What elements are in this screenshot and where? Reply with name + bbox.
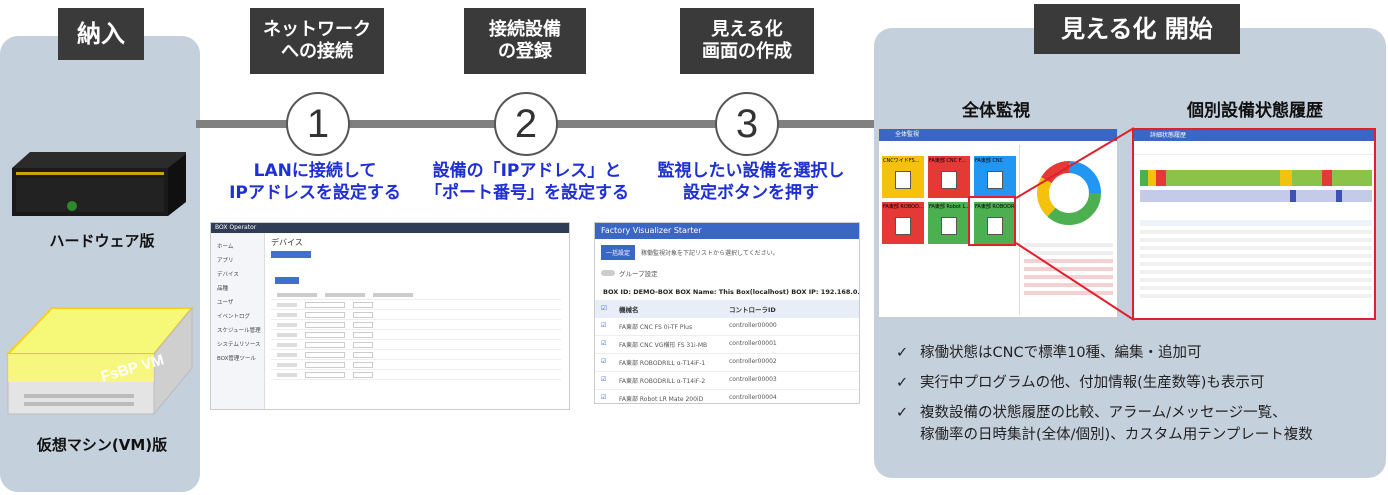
fv-group-label: グループ設定 bbox=[619, 270, 658, 278]
machine-tile-label: CNCワイドFS... bbox=[883, 158, 920, 164]
check-icon: ✓ bbox=[896, 345, 909, 361]
machine-tile-label: FA東部 ROBOD... bbox=[883, 204, 924, 210]
box-operator-screenshot: BOX Operator ホームアプリデバイス品種ユーザイベントログスケジュール… bbox=[210, 222, 570, 410]
machine-tile[interactable]: FA東部 Robot L... bbox=[927, 201, 971, 245]
overall-monitor-title: 全体監視 bbox=[879, 129, 1117, 141]
box-operator-menu-item[interactable]: デバイス bbox=[217, 272, 239, 278]
machine-tile-label: FA東部 CNC F... bbox=[929, 158, 966, 164]
fv-col-machine: 機械名 bbox=[619, 306, 639, 314]
hardware-device-image bbox=[10, 150, 190, 220]
feature-bullet-3: ✓複数設備の状態履歴の比較、アラーム/メッセージ一覧、 bbox=[896, 404, 1287, 424]
visualization-title: 見える化 開始 bbox=[1034, 4, 1240, 54]
fv-controller-id: controller00002 bbox=[729, 358, 777, 365]
fv-table-row[interactable]: ☑ FA東部 CNC FS 0i-TF Plus controller00000 bbox=[595, 318, 859, 336]
checkbox-icon[interactable]: ☑ bbox=[601, 358, 607, 365]
fv-table-row[interactable]: ☑ FA東部 Robot LR Mate 200iD controller00004 bbox=[595, 390, 859, 403]
step2-title: 接続設備 の登録 bbox=[464, 8, 586, 74]
machine-tile-label: FA東部 Robot L... bbox=[929, 204, 970, 210]
machine-icon bbox=[987, 217, 1003, 235]
step3-description: 監視したい設備を選択し 設定ボタンを押す bbox=[657, 161, 845, 204]
history-title: 詳細状態履歴 bbox=[1134, 130, 1374, 141]
fv-table-row[interactable]: ☑ FA東部 ROBODRILL α-T14iF-2 controller00003 bbox=[595, 372, 859, 390]
vm-label: 仮想マシン(VM)版 bbox=[36, 436, 168, 454]
fv-machine-name: FA東部 CNC VG横形 FS 31i-MB bbox=[619, 342, 708, 349]
box-operator-menu-item[interactable]: 品種 bbox=[217, 286, 229, 292]
step2-number: 2 bbox=[494, 92, 558, 156]
fv-table-row[interactable]: ☑ FA東部 ROBODRILL α-T14iF-1 controller00002 bbox=[595, 354, 859, 372]
box-operator-menu-item[interactable]: ユーザ bbox=[217, 300, 234, 306]
fv-controller-id: controller00004 bbox=[729, 394, 777, 401]
vm-device-image: FsBP VM bbox=[4, 298, 196, 426]
step1-title: ネットワーク への接続 bbox=[250, 8, 384, 74]
fv-controller-id: controller00001 bbox=[729, 340, 777, 347]
machine-tile-label: FA東部 CNC bbox=[975, 158, 1004, 164]
step1-description: LANに接続して IPアドレスを設定する bbox=[229, 161, 401, 204]
box-operator-menu-item[interactable]: ホーム bbox=[217, 244, 234, 250]
machine-tile[interactable]: FA東部 CNC bbox=[973, 155, 1017, 199]
box-operator-menu-item[interactable]: BOX管理ツール bbox=[217, 356, 256, 362]
fv-col-controller: コントローラID bbox=[729, 306, 776, 314]
box-operator-menu-item[interactable]: アプリ bbox=[217, 258, 234, 264]
step2-description: 設備の「IPアドレス」と 「ポート番号」を設定する bbox=[425, 161, 629, 204]
delivery-panel bbox=[0, 36, 200, 492]
check-icon: ✓ bbox=[896, 405, 909, 421]
fv-machine-name: FA東部 ROBODRILL α-T14iF-2 bbox=[619, 378, 706, 385]
box-operator-app-title: BOX Operator bbox=[211, 223, 569, 233]
machine-tile[interactable]: FA東部 ROBOD... bbox=[881, 201, 925, 245]
fv-machine-name: FA東部 ROBODRILL α-T14iF-1 bbox=[619, 360, 706, 367]
fv-table-body: ☑ FA東部 CNC FS 0i-TF Plus controller00000 ☑ F… bbox=[595, 318, 859, 403]
machine-tile-label: FA東部 ROBODR... bbox=[975, 204, 1016, 210]
fv-table-row[interactable]: ☑ FA東部 CNC VG横形 FS 31i-MB controller00001 bbox=[595, 336, 859, 354]
fv-hint: 稼働監視対象を下記リストから選択してください。 bbox=[641, 250, 779, 257]
hardware-label: ハードウェア版 bbox=[49, 232, 155, 250]
feature-bullet-2: ✓実行中プログラムの他、付加情報(生産数等)も表示可 bbox=[896, 374, 1264, 394]
box-operator-heading: デバイス bbox=[271, 238, 303, 247]
feature-bullet-1: ✓稼働状態はCNCで標準10種、編集・追加可 bbox=[896, 344, 1202, 364]
history-screenshot: 詳細状態履歴 bbox=[1132, 128, 1376, 320]
machine-icon bbox=[895, 217, 911, 235]
machine-icon bbox=[941, 217, 957, 235]
fv-controller-id: controller00000 bbox=[729, 322, 777, 329]
machine-icon bbox=[987, 171, 1003, 189]
check-icon: ✓ bbox=[896, 375, 909, 391]
checkbox-icon[interactable]: ☑ bbox=[601, 340, 607, 347]
box-operator-menu: ホームアプリデバイス品種ユーザイベントログスケジュール管理システムリソース BOX… bbox=[211, 233, 264, 365]
connector-lines bbox=[1015, 127, 1135, 321]
checkbox-icon[interactable]: ☑ bbox=[601, 376, 607, 383]
fv-group-toggle[interactable] bbox=[601, 270, 615, 276]
delivery-title: 納入 bbox=[58, 8, 144, 60]
checkbox-icon[interactable]: ☑ bbox=[601, 322, 607, 329]
fv-bulk-set-button[interactable]: 一括設定 bbox=[601, 245, 636, 260]
box-operator-menu-item[interactable]: スケジュール管理 bbox=[217, 328, 261, 334]
fv-machine-name: FA東部 CNC FS 0i-TF Plus bbox=[619, 324, 693, 331]
fv-box-info: BOX ID: DEMO-BOX BOX Name: This Box(loca… bbox=[603, 288, 860, 296]
overall-monitor-screenshot: 全体監視 CNCワイドFS... FA東部 CNC F... FA東部 CNC FA東… bbox=[878, 128, 1118, 318]
box-operator-menu-item[interactable]: イベントログ bbox=[217, 314, 251, 320]
box-operator-menu-item[interactable]: システムリソース bbox=[217, 342, 261, 348]
step3-number: 3 bbox=[715, 92, 779, 156]
checkbox-icon[interactable]: ☑ bbox=[601, 394, 607, 401]
machine-icon bbox=[895, 171, 911, 189]
factory-visualizer-screenshot: Factory Visualizer Starter 一括設定 稼働監視対象を下… bbox=[594, 222, 860, 404]
fv-machine-name: FA東部 Robot LR Mate 200iD bbox=[619, 396, 704, 403]
machine-tile[interactable]: FA東部 CNC F... bbox=[927, 155, 971, 199]
overall-monitor-label: 全体監視 bbox=[962, 101, 1030, 121]
step3-title: 見える化 画面の作成 bbox=[680, 8, 814, 74]
fv-app-title: Factory Visualizer Starter bbox=[595, 223, 859, 239]
machine-icon bbox=[941, 171, 957, 189]
step1-number: 1 bbox=[286, 92, 350, 156]
fv-controller-id: controller00003 bbox=[729, 376, 777, 383]
feature-bullet-3-cont: 稼働率の日時集計(全体/個別)、カスタム用テンプレート複数 bbox=[920, 427, 1313, 443]
selected-tile-highlight bbox=[968, 196, 1016, 246]
machine-tile[interactable]: CNCワイドFS... bbox=[881, 155, 925, 199]
history-label: 個別設備状態履歴 bbox=[1187, 101, 1323, 121]
